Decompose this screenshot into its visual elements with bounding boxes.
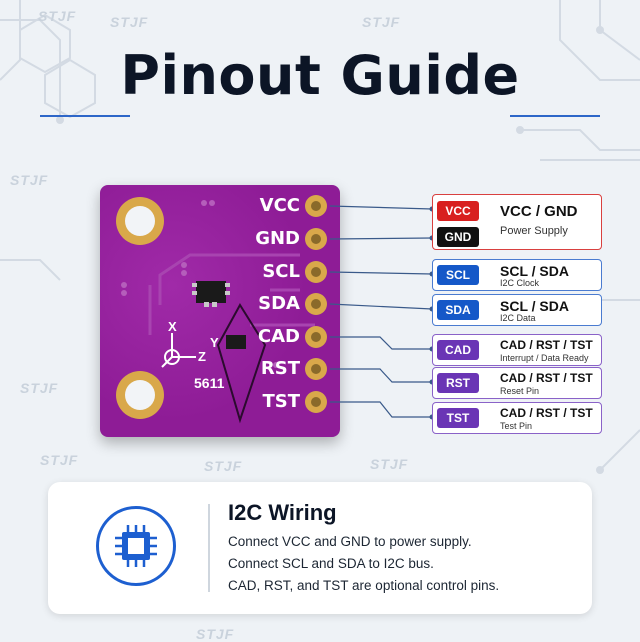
badge-gnd: GND bbox=[437, 227, 479, 247]
title-rule-left bbox=[40, 115, 130, 117]
title-rule-right bbox=[510, 115, 600, 117]
model-label: 5611 bbox=[194, 375, 225, 391]
watermark: STJF bbox=[370, 456, 409, 472]
watermark: STJF bbox=[10, 172, 49, 188]
axis-x-label: X bbox=[168, 319, 177, 334]
sensor-board: X Y Z 5611 VCC GND SCL SDA CAD RST TST bbox=[100, 185, 340, 437]
watermark: STJF bbox=[110, 14, 149, 30]
badge-rst: RST bbox=[437, 373, 479, 393]
callout-subtitle: Power Supply bbox=[500, 225, 568, 237]
pin-label-sda: SDA bbox=[258, 293, 300, 314]
callout-subtitle: I2C Data bbox=[500, 313, 536, 323]
pin-label-cad: CAD bbox=[257, 326, 300, 347]
wiring-line-2: Connect SCL and SDA to I2C bus. bbox=[228, 556, 434, 571]
pin-label-gnd: GND bbox=[255, 228, 300, 249]
badge-cad: CAD bbox=[437, 340, 479, 360]
callout-subtitle: I2C Clock bbox=[500, 278, 540, 288]
pin-label-rst: RST bbox=[260, 358, 300, 379]
page-title: Pinout Guide bbox=[120, 44, 520, 107]
watermark: STJF bbox=[196, 626, 235, 642]
axis-y-label: Y bbox=[210, 335, 219, 350]
watermark: STJF bbox=[20, 380, 59, 396]
card-divider bbox=[208, 504, 210, 592]
callout-subtitle: Test Pin bbox=[500, 421, 533, 431]
watermark: STJF bbox=[40, 452, 79, 468]
wiring-title: I2C Wiring bbox=[228, 500, 337, 525]
callout-cad: CAD CAD / RST / TST Interrupt / Data Rea… bbox=[432, 334, 602, 366]
watermark: STJF bbox=[204, 458, 243, 474]
callout-sda: SDA SCL / SDA I2C Data bbox=[432, 294, 602, 326]
board-artwork bbox=[116, 195, 327, 424]
callout-rst: RST CAD / RST / TST Reset Pin bbox=[432, 367, 602, 399]
watermark: STJF bbox=[362, 14, 401, 30]
callout-title: SCL / SDA bbox=[500, 298, 569, 314]
callout-power: VCC GND VCC / GND Power Supply bbox=[432, 194, 602, 250]
callout-title: CAD / RST / TST bbox=[500, 338, 593, 352]
axis-z-label: Z bbox=[198, 349, 206, 364]
badge-tst: TST bbox=[437, 408, 479, 428]
wiring-line-1: Connect VCC and GND to power supply. bbox=[228, 534, 472, 549]
callout-subtitle: Reset Pin bbox=[500, 386, 540, 396]
badge-sda: SDA bbox=[437, 300, 479, 320]
wiring-line-3: CAD, RST, and TST are optional control p… bbox=[228, 578, 500, 593]
badge-vcc: VCC bbox=[437, 201, 479, 221]
callout-tst: TST CAD / RST / TST Test Pin bbox=[432, 402, 602, 434]
callout-scl: SCL SCL / SDA I2C Clock bbox=[432, 259, 602, 291]
pin-label-tst: TST bbox=[262, 391, 300, 412]
callout-title: CAD / RST / TST bbox=[500, 406, 593, 420]
callout-title: SCL / SDA bbox=[500, 263, 569, 279]
watermark: STJF bbox=[38, 8, 77, 24]
callout-title: VCC / GND bbox=[500, 203, 578, 220]
pin-label-scl: SCL bbox=[262, 261, 300, 282]
chip-icon bbox=[96, 506, 176, 586]
callout-title: CAD / RST / TST bbox=[500, 371, 593, 385]
badge-scl: SCL bbox=[437, 265, 479, 285]
pin-label-vcc: VCC bbox=[259, 195, 300, 216]
callout-subtitle: Interrupt / Data Ready bbox=[500, 353, 589, 363]
i2c-wiring-card: I2C Wiring Connect VCC and GND to power … bbox=[48, 482, 592, 614]
